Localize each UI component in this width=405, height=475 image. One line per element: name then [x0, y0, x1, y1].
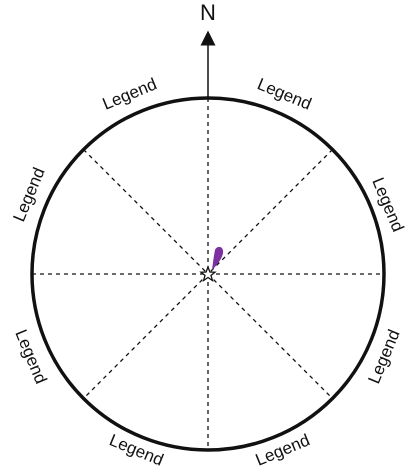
segment-label-ese: Legend — [364, 327, 403, 387]
segment-label-ene: Legend — [368, 175, 405, 235]
north-label: N — [200, 0, 216, 25]
segment-label-sse: Legend — [253, 430, 313, 469]
star-icon — [199, 265, 217, 283]
teardrop-marker — [212, 246, 224, 270]
